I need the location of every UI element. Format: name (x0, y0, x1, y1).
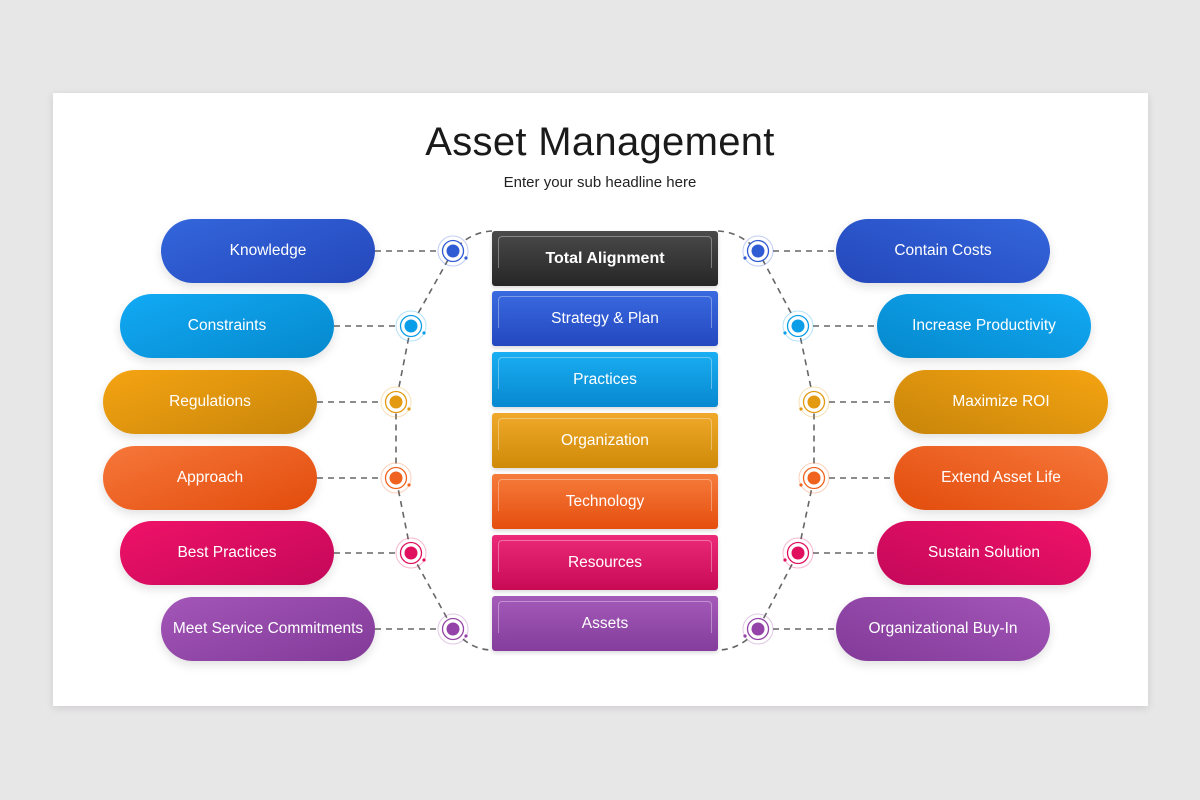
node-icon-knowledge (437, 235, 469, 267)
left-arc-connector (395, 230, 493, 651)
left-item-meet-service-commitments: Meet Service Commitments (161, 597, 375, 661)
node-icon-maximize-roi (798, 386, 830, 418)
stack-label: Strategy & Plan (551, 309, 659, 327)
pill-label: Knowledge (229, 242, 307, 259)
slide-subtitle: Enter your sub headline here (503, 174, 697, 191)
node-icon-approach (380, 462, 412, 494)
stack-label: Organization (561, 431, 649, 449)
node-icon-regulations (380, 386, 412, 418)
pill-label: Contain Costs (894, 242, 992, 259)
stack-label: Total Alignment (545, 249, 665, 267)
stack-total-alignment: Total Alignment (492, 231, 718, 286)
left-item-regulations: Regulations (103, 370, 317, 434)
left-item-constraints: Constraints (120, 294, 334, 358)
stack-label: Resources (567, 553, 643, 571)
stack-practices: Practices (492, 352, 718, 407)
right-item-extend-asset-life: Extend Asset Life (894, 446, 1108, 510)
right-item-maximize-roi: Maximize ROI (894, 370, 1108, 434)
stack-strategy-plan: Strategy & Plan (492, 291, 718, 346)
stack-organization: Organization (492, 413, 718, 468)
stack-label: Assets (581, 614, 629, 632)
pill-label: Constraints (187, 317, 267, 334)
node-icon-extend-asset-life (798, 462, 830, 494)
right-item-increase-productivity: Increase Productivity (877, 294, 1091, 358)
node-icon-sustain-solution (782, 537, 814, 569)
pill-label: Extend Asset Life (941, 469, 1061, 486)
slide-title: Asset Management (425, 120, 775, 164)
node-icon-increase-productivity (782, 310, 814, 342)
stack-resources: Resources (492, 535, 718, 590)
pill-label: Meet Service Commitments (172, 620, 364, 637)
node-icon-organizational-buy-in (742, 613, 774, 645)
right-item-contain-costs: Contain Costs (836, 219, 1050, 283)
right-arc-connector (717, 230, 815, 651)
stack-label: Technology (565, 492, 645, 510)
node-icon-best-practices (395, 537, 427, 569)
left-item-approach: Approach (103, 446, 317, 510)
node-icon-contain-costs (742, 235, 774, 267)
right-item-sustain-solution: Sustain Solution (877, 521, 1091, 585)
right-item-organizational-buy-in: Organizational Buy-In (836, 597, 1050, 661)
node-icon-constraints (395, 310, 427, 342)
pill-label: Best Practices (177, 544, 277, 561)
pill-label: Sustain Solution (927, 544, 1041, 561)
stack-assets: Assets (492, 596, 718, 651)
stack-label: Practices (573, 370, 637, 388)
left-item-best-practices: Best Practices (120, 521, 334, 585)
pill-label: Approach (176, 469, 244, 486)
left-item-knowledge: Knowledge (161, 219, 375, 283)
pill-label: Regulations (169, 393, 251, 410)
stack-technology: Technology (492, 474, 718, 529)
pill-label: Organizational Buy-In (868, 620, 1018, 637)
node-icon-meet-service (437, 613, 469, 645)
pill-label: Maximize ROI (952, 393, 1050, 410)
pill-label: Increase Productivity (912, 317, 1056, 334)
